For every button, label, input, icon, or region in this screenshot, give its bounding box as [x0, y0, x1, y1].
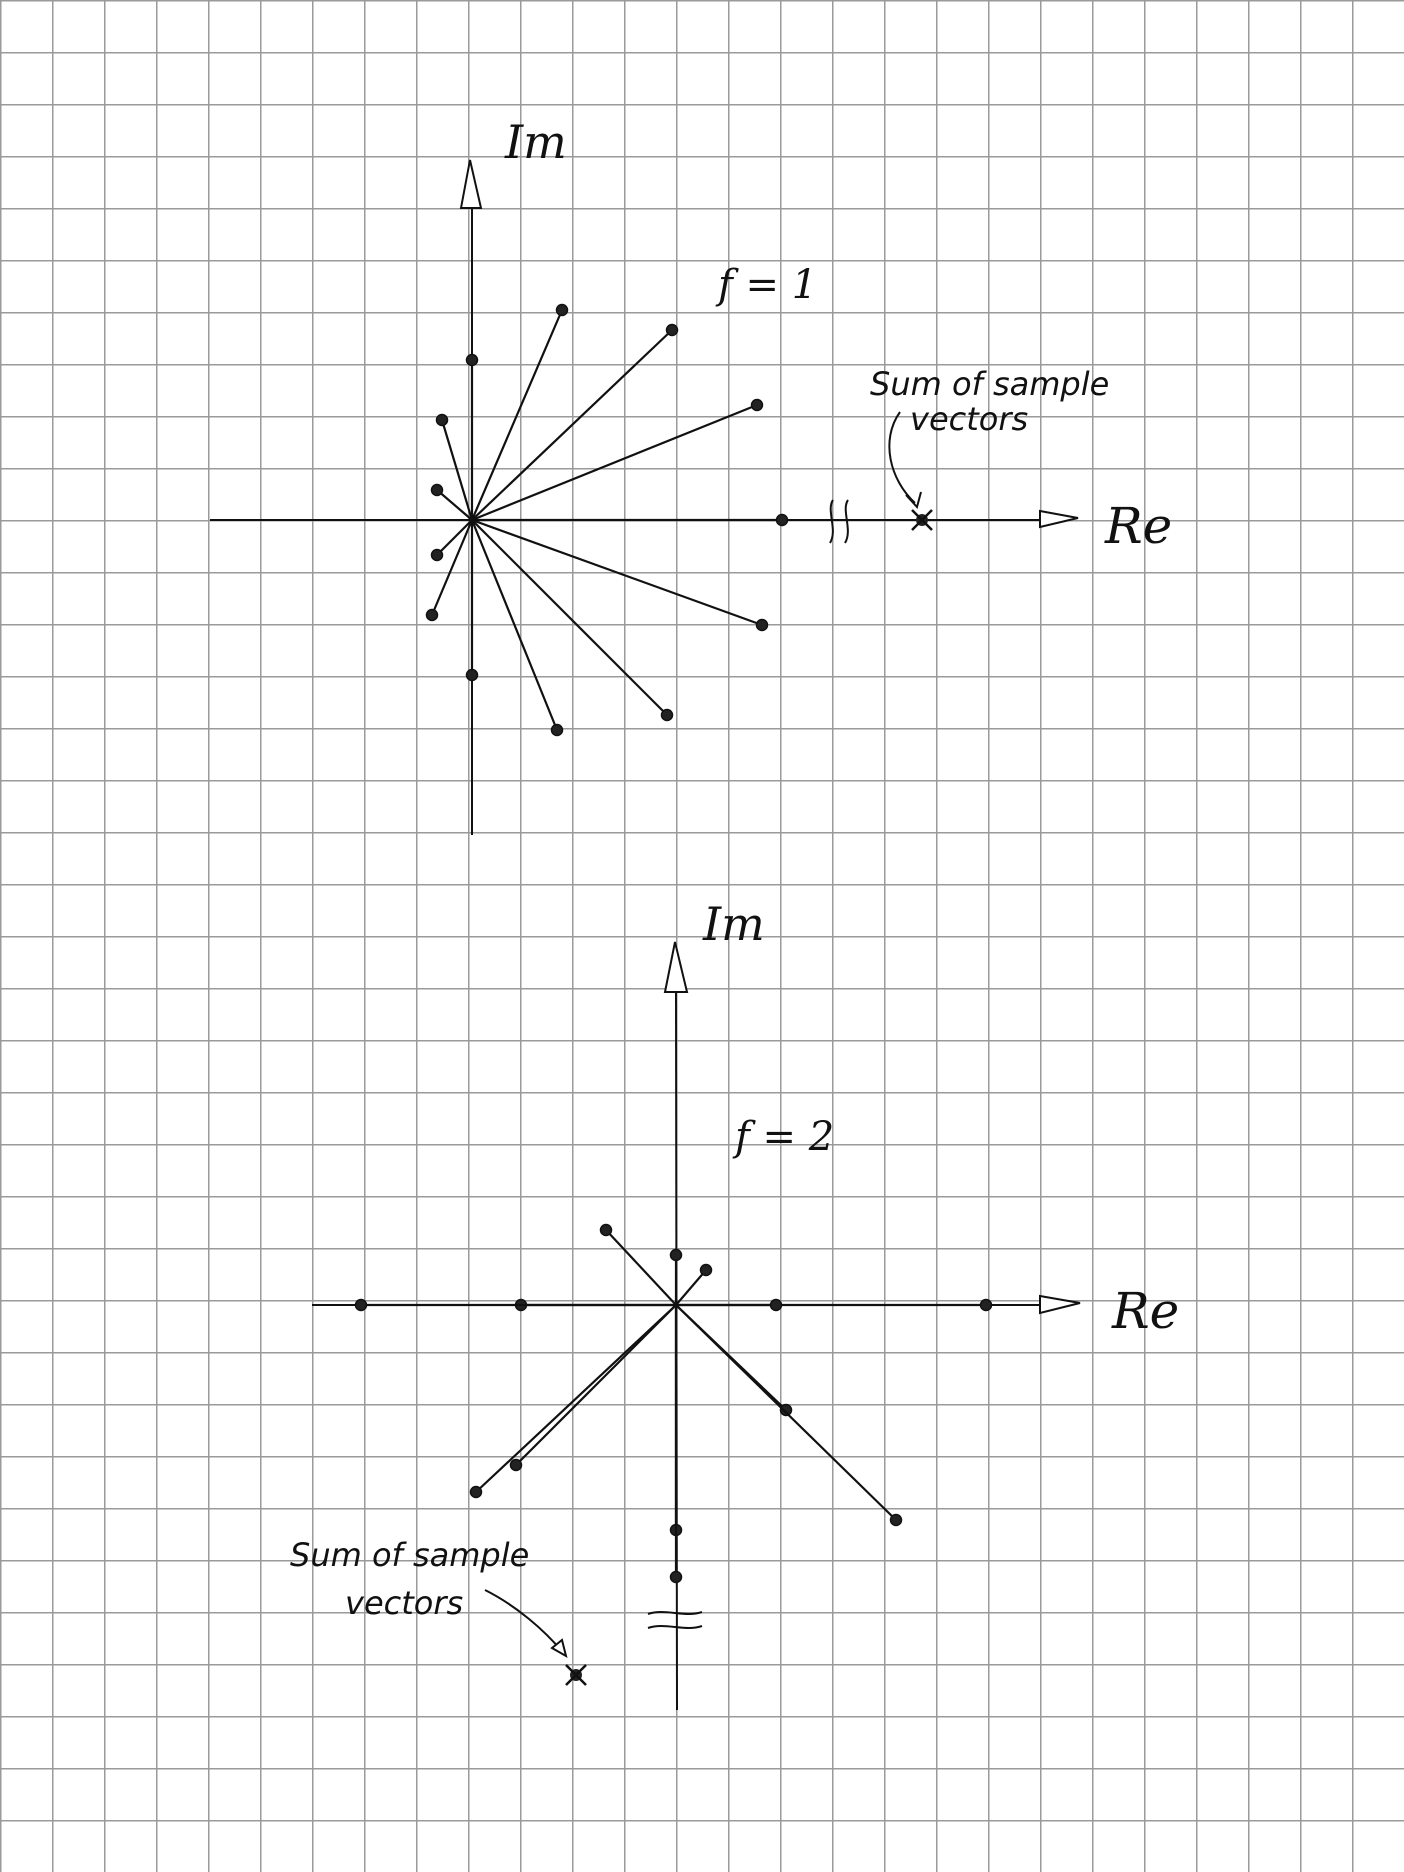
sample-point [599, 1223, 613, 1237]
sample-vector-line [470, 518, 764, 627]
annotation-arrow [888, 411, 916, 504]
sample-point [425, 608, 439, 622]
sample-point [435, 413, 449, 427]
axis-break-mark [647, 1611, 703, 1629]
sample-point [775, 513, 789, 527]
sample-vector-line [604, 1228, 678, 1307]
sum-cross-mark [911, 509, 933, 531]
sample-point [889, 1513, 903, 1527]
sum-marker [911, 509, 933, 531]
real-axis-arrowhead [1039, 509, 1079, 529]
diagram-f2: Im Re f = 2 Sum of sample vectors [290, 897, 1179, 1711]
sample-vector-line [514, 1303, 678, 1467]
sample-vectors [354, 1223, 993, 1584]
real-axis-arrowhead [1039, 1294, 1081, 1315]
sample-vector-line [474, 1303, 678, 1494]
annotation-line-2: vectors [910, 400, 1028, 438]
sample-vector-line [470, 328, 674, 522]
sum-marker [565, 1664, 587, 1686]
re-axis-label: Re [1104, 497, 1172, 555]
sample-vector-line [430, 518, 474, 617]
sample-point [660, 708, 674, 722]
sample-point [465, 668, 479, 682]
diagram-f1: Im Re f = 1 Sum of sample vectors [210, 115, 1172, 835]
annotation-arrowhead [550, 1638, 568, 1659]
sample-point [550, 723, 564, 737]
frequency-label: f = 1 [715, 262, 817, 308]
sample-point [669, 1570, 683, 1584]
sum-cross-mark [565, 1664, 587, 1686]
sample-vector-line [470, 308, 564, 522]
sample-point [465, 353, 479, 367]
sample-point [699, 1263, 713, 1277]
annotation-line-1: Sum of sample [870, 365, 1109, 403]
sample-vector-line [440, 418, 474, 522]
sample-vector-line [470, 518, 669, 717]
sample-point [354, 1298, 368, 1312]
annotation-line-1: Sum of sample [290, 1536, 529, 1574]
im-axis-label: Im [702, 897, 765, 951]
sample-vector-line [470, 403, 759, 522]
imaginary-axis-arrowhead [663, 941, 689, 993]
sample-point [979, 1298, 993, 1312]
sample-vector-line [674, 1303, 898, 1522]
sample-point [509, 1458, 523, 1472]
sample-vector-line [674, 1268, 708, 1307]
sample-vectors [425, 303, 789, 737]
imaginary-axis-arrowhead [459, 159, 483, 209]
sample-point [665, 323, 679, 337]
frequency-label: f = 2 [732, 1114, 834, 1160]
sample-point [430, 548, 444, 562]
sample-point [669, 1248, 683, 1262]
sample-point [779, 1403, 793, 1417]
sample-point [750, 398, 764, 412]
annotation-arrow [484, 1589, 566, 1656]
re-axis-label: Re [1111, 1282, 1179, 1340]
sample-point [555, 303, 569, 317]
annotation-arrowhead [905, 491, 922, 510]
im-axis-label: Im [504, 115, 567, 169]
sample-point [469, 1485, 483, 1499]
sample-vector-line [470, 518, 559, 732]
annotation-line-2: vectors [345, 1584, 463, 1622]
axis-break-mark [829, 499, 849, 544]
sample-vector-line [435, 488, 474, 522]
sample-point [769, 1298, 783, 1312]
sample-point [755, 618, 769, 632]
sample-point [430, 483, 444, 497]
sample-vector-line [435, 518, 474, 557]
